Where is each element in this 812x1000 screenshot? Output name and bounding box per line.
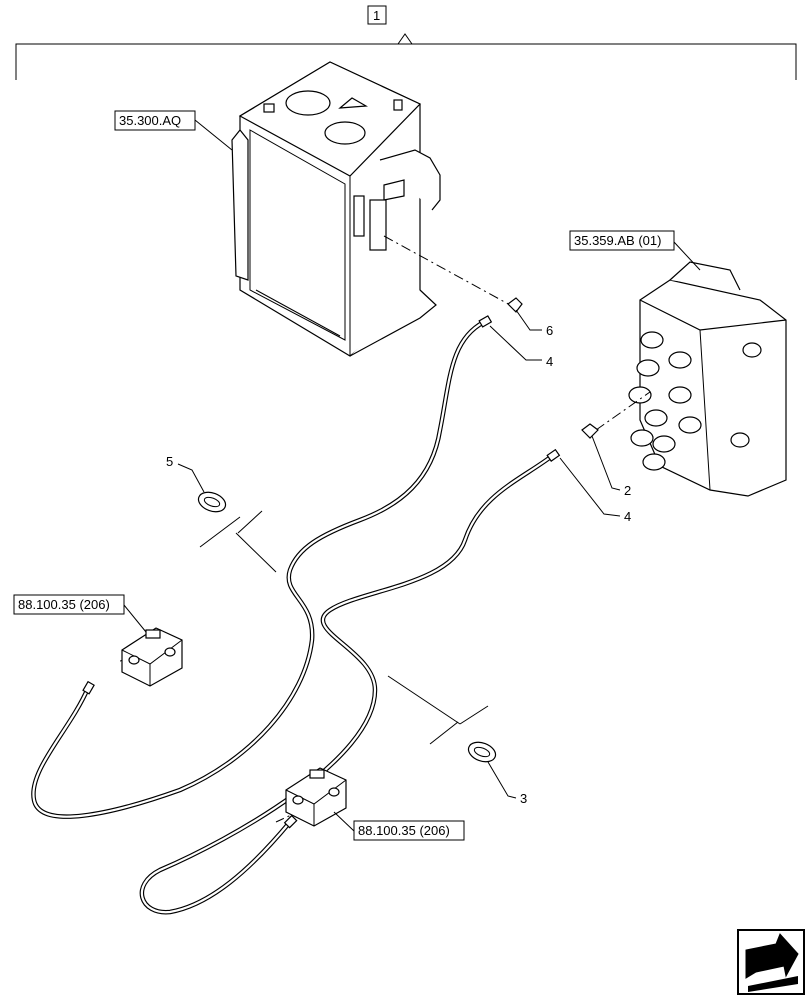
hose-end-right-pedal [283,814,298,829]
fitting-2 [581,423,599,439]
ref-tank[interactable]: 35.300.AQ [114,110,233,151]
svg-text:3: 3 [520,791,527,806]
callout-6: 6 [515,309,553,338]
assembly-label: 1 [373,8,380,23]
ref-pedal-left-text: 88.100.35 (206) [18,597,110,612]
hose-valve-to-right-pedal [139,453,555,915]
callout-4-upper: 4 [489,325,553,369]
cut-mark-upper [199,510,277,573]
pedal-valve-left [121,627,183,687]
hydraulic-tank [231,61,441,357]
valve-spools [628,331,762,471]
next-page-arrow-icon[interactable] [737,929,805,995]
svg-text:5: 5 [166,454,173,469]
assembly-bracket: 1 [15,5,797,80]
callout-2: 2 [591,435,631,498]
svg-text:4: 4 [546,354,553,369]
clip-3 [467,741,497,763]
callout-3: 3 [487,761,527,806]
fitting-6 [507,297,523,313]
alignment-line-valve [595,391,651,431]
clip-5 [197,491,227,513]
alignment-line-tank [383,235,513,307]
hose-end-valve [546,448,561,462]
svg-text:2: 2 [624,483,631,498]
svg-text:6: 6 [546,323,553,338]
ref-pedal-right[interactable]: 88.100.35 (206) [333,811,465,841]
callout-5: 5 [166,454,205,493]
cut-mark-lower [387,675,489,745]
pedal-valve-right [285,767,347,827]
ref-valve[interactable]: 35.359.AB (01) [569,230,701,271]
callout-4-lower: 4 [559,457,631,524]
svg-text:4: 4 [624,509,631,524]
ref-tank-text: 35.300.AQ [119,113,181,128]
ref-pedal-left[interactable]: 88.100.35 (206) [13,594,147,633]
ref-pedal-right-text: 88.100.35 (206) [358,823,450,838]
ref-valve-text: 35.359.AB (01) [574,233,661,248]
hose-end-upper [478,315,493,328]
hose-tank-to-left-pedal [31,319,487,819]
hose-end-left-pedal [82,680,95,695]
control-valve [628,261,787,497]
